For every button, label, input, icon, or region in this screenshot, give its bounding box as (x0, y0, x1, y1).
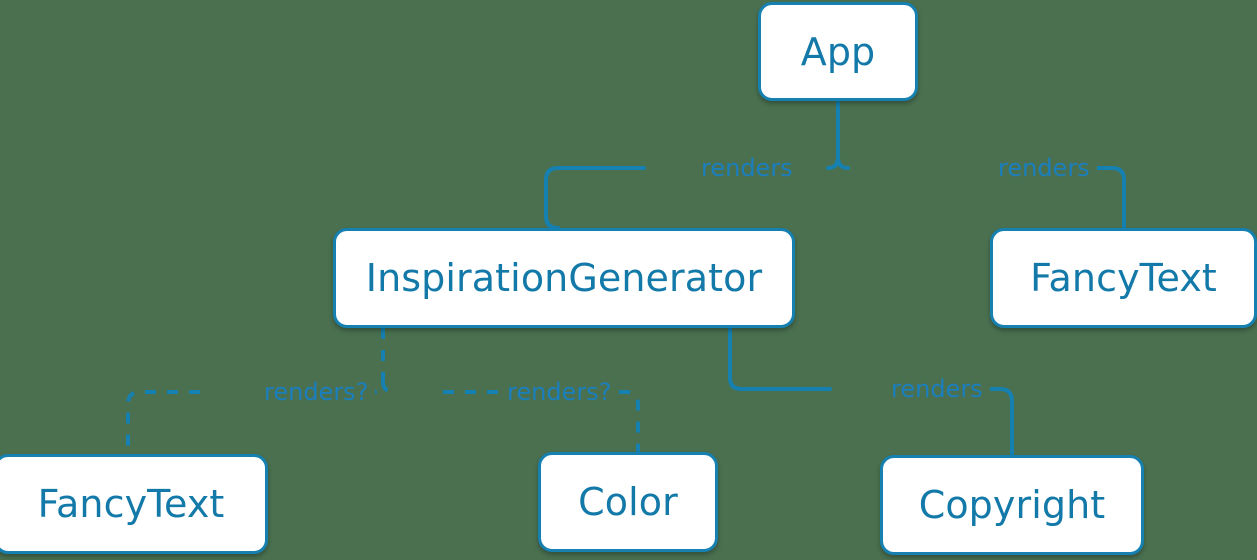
edge-label-inspirationgenerator-fancytext: renders? (257, 380, 376, 404)
node-color[interactable]: Color (538, 452, 718, 552)
edge-inspgen-dashed-right (381, 380, 395, 394)
edge-label-app-inspirationgenerator: renders (694, 156, 800, 180)
node-inspirationgenerator[interactable]: InspirationGenerator (333, 228, 795, 328)
node-app-label: App (800, 29, 876, 74)
edge-label-inspirationgenerator-color: renders? (500, 380, 619, 404)
node-copyright-label: Copyright (918, 483, 1106, 527)
edge-label-app-fancytext: renders (991, 156, 1097, 180)
node-color-label: Color (578, 480, 678, 524)
node-fancytext-right-label: FancyText (1030, 256, 1217, 300)
node-inspirationgenerator-label: InspirationGenerator (365, 256, 763, 300)
edge-inspgen-copyright-left (728, 326, 832, 391)
node-fancytext-right[interactable]: FancyText (990, 228, 1257, 328)
node-fancytext-bottom[interactable]: FancyText (0, 454, 268, 554)
edge-label-inspirationgenerator-copyright: renders (884, 377, 990, 401)
edge-app-trunk-left (826, 155, 840, 170)
node-copyright[interactable]: Copyright (880, 455, 1144, 555)
edge-inspgen-fancytext (126, 390, 200, 454)
node-app[interactable]: App (758, 2, 918, 101)
edge-app-inspgen (544, 166, 646, 230)
edge-app-trunk-right (836, 99, 850, 170)
node-fancytext-bottom-label: FancyText (37, 482, 225, 526)
